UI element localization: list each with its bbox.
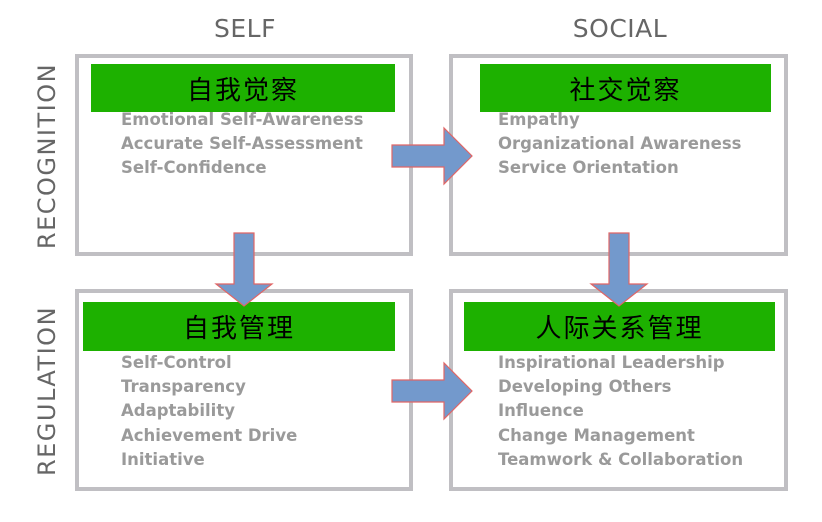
competency-item: Teamwork & Collaboration — [498, 449, 744, 469]
competency-list-social-awareness: Empathy Organizational Awareness Service… — [498, 108, 741, 181]
competency-item: Empathy — [498, 110, 580, 129]
competency-item: Adaptability — [121, 401, 235, 421]
competency-item: Change Management — [498, 425, 695, 445]
column-header-self: SELF — [214, 14, 276, 43]
row-header-recognition: RECOGNITION — [33, 62, 61, 250]
quadrant-title-self-management: 自我管理 — [83, 302, 395, 351]
competency-item: Initiative — [121, 449, 205, 469]
competency-item: Achievement Drive — [121, 425, 298, 445]
quadrant-title-self-awareness: 自我觉察 — [91, 64, 395, 112]
competency-list-relationship-management: Inspirational Leadership Developing Othe… — [498, 351, 743, 472]
competency-item: Accurate Self-Assessment — [121, 134, 363, 154]
row-header-regulation: REGULATION — [33, 305, 61, 477]
quadrant-title-social-awareness: 社交觉察 — [480, 64, 771, 112]
column-header-social: SOCIAL — [572, 14, 668, 43]
competency-list-self-management: Self-Control Transparency Adaptability A… — [121, 351, 297, 472]
competency-item: Inspirational Leadership — [498, 353, 725, 372]
competency-item: Self-Control — [121, 353, 232, 372]
competency-item: Influence — [498, 401, 584, 421]
competency-item: Emotional Self-Awareness — [121, 110, 364, 129]
competency-item: Transparency — [121, 377, 246, 397]
competency-item: Self-Confidence — [121, 158, 267, 178]
competency-item: Service Orientation — [498, 158, 679, 178]
competency-list-self-awareness: Emotional Self-Awareness Accurate Self-A… — [121, 108, 363, 181]
quadrant-title-relationship-management: 人际关系管理 — [464, 302, 775, 351]
competency-item: Developing Others — [498, 377, 672, 397]
competency-item: Organizational Awareness — [498, 134, 742, 154]
